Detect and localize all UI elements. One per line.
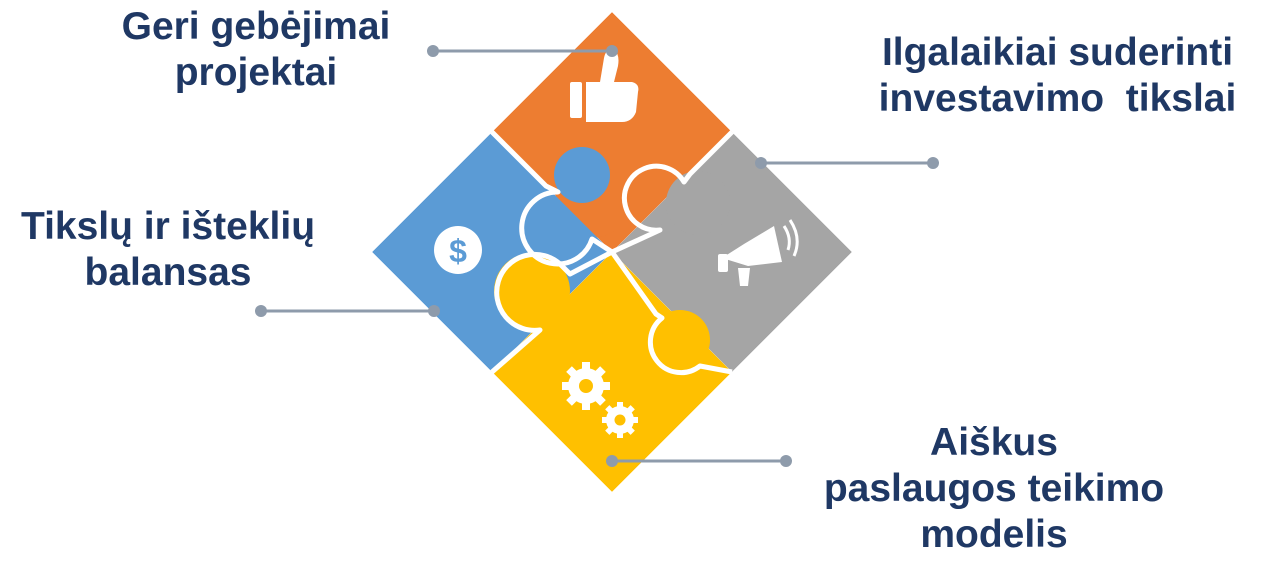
- megaphone-icon: [718, 219, 799, 286]
- svg-text:$: $: [449, 233, 467, 269]
- puzzle-piece-bottom: [492, 252, 732, 492]
- label-top-right: Ilgalaikiai suderinti investavimo tiksla…: [878, 31, 1237, 120]
- label-left: Tikslų ir išteklių balansas: [20, 205, 316, 294]
- connector-top-right: [755, 157, 939, 169]
- connector-left: [255, 305, 440, 317]
- gears-icon: [562, 362, 638, 438]
- connector-top-left: [427, 45, 618, 57]
- connector-bottom-right: [606, 455, 792, 467]
- label-bottom-right: Aiškus paslaugos teikimo modelis: [823, 421, 1165, 556]
- piece-separators: [490, 130, 734, 376]
- label-top-left: Geri gebėjimai projektai: [121, 5, 391, 94]
- dollar-icon: $: [434, 226, 482, 274]
- thumbs-up-icon: [570, 49, 639, 122]
